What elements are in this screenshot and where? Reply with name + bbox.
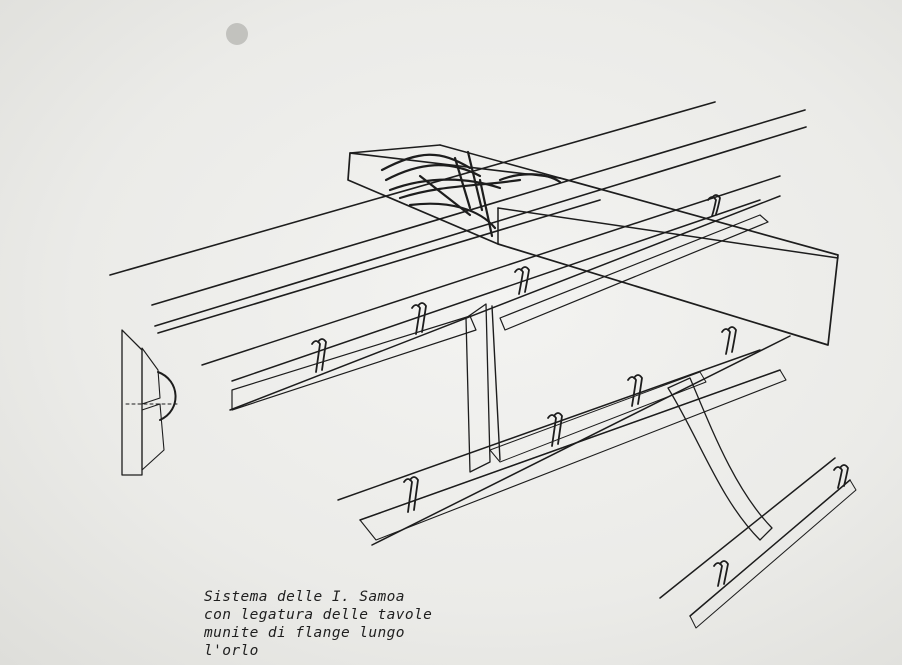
crossbeam [347,144,839,346]
curved-rib [667,377,773,541]
caption-line-1: Sistema delle I. Samoa [204,589,405,605]
vertical-flange-joint [465,303,501,473]
flange-lashings [311,194,849,587]
caption-text: Sistema delle I. Samoa con legatura dell… [204,588,464,665]
upper-plank [201,175,781,411]
lower-plank [337,335,791,546]
cross-section-detail [121,329,179,476]
bottom-right-plank [659,457,857,629]
caption-line-3: munite di flange lungo [204,625,405,641]
gunwale-rail [109,101,807,334]
caption-line-4: l'orlo [204,643,259,659]
smudge-mark [226,23,248,45]
caption-line-2: con legatura delle tavole [204,607,433,623]
crossbeam-lashing [380,150,562,238]
